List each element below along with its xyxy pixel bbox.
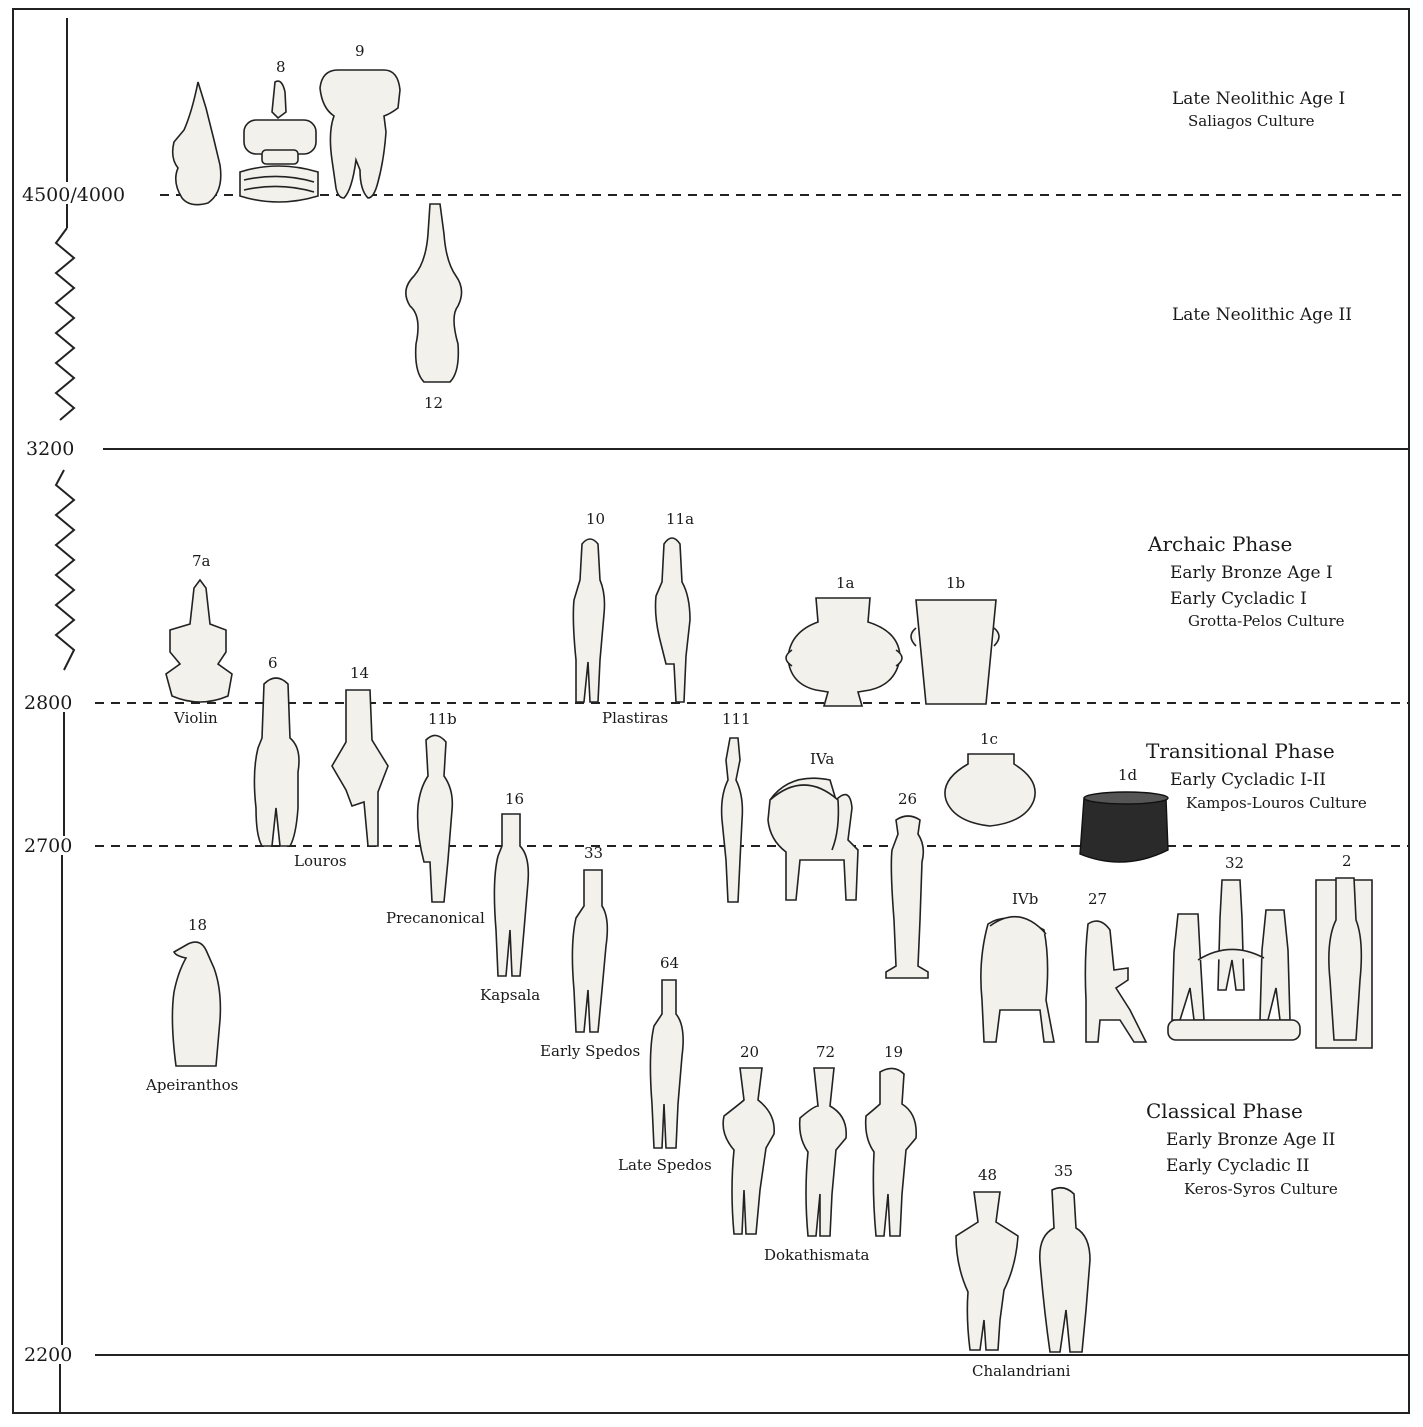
phase-subtitle: Early Cycladic II: [1166, 1156, 1310, 1176]
phase-subtitle: Early Cycladic I: [1170, 589, 1307, 609]
date-label: 2800: [24, 692, 72, 714]
figurine-32: [1168, 880, 1300, 1040]
date-label: 2200: [24, 1344, 72, 1366]
vessel-1d: [1080, 792, 1168, 862]
vessel-1a: [786, 598, 902, 706]
time-axis: [56, 18, 74, 1412]
type-caption: Precanonical: [386, 909, 485, 927]
figure-number: 20: [740, 1043, 759, 1061]
figurine-64: [650, 980, 683, 1148]
figure-number: 1c: [980, 730, 998, 748]
figurine-19: [866, 1068, 917, 1236]
phase-title: Late Neolithic Age I: [1172, 89, 1345, 109]
figure-number: 1a: [836, 574, 855, 592]
figurine-10: [573, 539, 604, 702]
phase-title: Late Neolithic Age II: [1172, 305, 1352, 325]
phase-title: Transitional Phase: [1146, 739, 1335, 763]
figure-number: IVa: [810, 750, 834, 768]
figure-number: 111: [722, 710, 751, 728]
figure-number: 7a: [192, 552, 211, 570]
figure-number: 26: [898, 790, 917, 808]
axis-break-zigzag: [56, 228, 74, 420]
figure-number: 9: [355, 42, 365, 60]
figure-number: 18: [188, 916, 207, 934]
figure-number: 1b: [946, 574, 965, 592]
figurine-4a: [768, 778, 858, 900]
figure-number: 16: [505, 790, 524, 808]
phase-title: Classical Phase: [1146, 1099, 1303, 1123]
culture-label: Saliagos Culture: [1188, 112, 1315, 130]
type-caption: Kapsala: [480, 986, 540, 1004]
figurine-111: [722, 738, 743, 902]
figurine-72: [800, 1068, 847, 1236]
phase-subtitle: Early Bronze Age II: [1166, 1130, 1335, 1150]
phase-subtitle: Early Cycladic I-II: [1170, 770, 1326, 790]
culture-label: Keros-Syros Culture: [1184, 1180, 1338, 1198]
figurine-48: [956, 1192, 1018, 1350]
culture-label: Kampos-Louros Culture: [1186, 794, 1367, 812]
figurine-pointed-neolithic: [173, 82, 221, 205]
date-label: 2700: [24, 835, 72, 857]
figure-number: 19: [884, 1043, 903, 1061]
date-label: 3200: [26, 438, 74, 460]
figure-number: 14: [350, 664, 369, 682]
figure-number: 8: [276, 58, 286, 76]
figurine-7a: [166, 580, 232, 702]
figure-number: 2: [1342, 852, 1352, 870]
type-caption: Plastiras: [602, 709, 668, 727]
axis-break-zigzag: [56, 470, 74, 670]
vessel-1c: [945, 754, 1035, 826]
figurine-12: [406, 204, 462, 382]
figurine-33: [572, 870, 607, 1032]
figurine-2: [1316, 878, 1372, 1048]
figure-number: 64: [660, 954, 679, 972]
figure-number: 10: [586, 510, 605, 528]
figure-number: 27: [1088, 890, 1107, 908]
type-caption: Louros: [294, 852, 347, 870]
figurine-20: [723, 1068, 774, 1234]
phase-subtitle: Early Bronze Age I: [1170, 563, 1333, 583]
figure-number: 72: [816, 1043, 835, 1061]
figure-number: 11a: [666, 510, 694, 528]
phase-title: Archaic Phase: [1147, 532, 1292, 556]
figurine-11a: [656, 538, 691, 702]
type-caption: Early Spedos: [540, 1042, 640, 1060]
figure-number: 48: [978, 1166, 997, 1184]
figurine-14: [332, 690, 388, 846]
figurine-26: [886, 816, 928, 978]
figure-number: IVb: [1012, 890, 1038, 908]
type-caption: Chalandriani: [972, 1362, 1071, 1380]
figure-number: 1d: [1118, 766, 1138, 784]
figurine-8: [240, 81, 318, 202]
culture-label: Grotta-Pelos Culture: [1188, 612, 1345, 630]
type-caption: Violin: [173, 709, 218, 727]
figurine-35: [1040, 1188, 1090, 1352]
type-caption: Dokathismata: [764, 1246, 869, 1264]
figure-number: 12: [424, 394, 443, 412]
figurine-4b: [981, 917, 1054, 1042]
figure-number: 32: [1225, 854, 1244, 872]
date-labels: 4500/4000 3200 2800 2700 2200: [22, 184, 125, 1366]
vessel-1b: [911, 600, 999, 704]
type-caption: Apeiranthos: [145, 1076, 238, 1094]
figurine-18: [172, 942, 220, 1066]
figurine-11b: [418, 735, 453, 902]
figure-number: 11b: [428, 710, 457, 728]
figurine-16: [494, 814, 528, 976]
figure-number: 35: [1054, 1162, 1073, 1180]
type-caption: Late Spedos: [618, 1156, 712, 1174]
date-label: 4500/4000: [22, 184, 125, 206]
figure-number: 33: [584, 844, 603, 862]
figurine-27: [1085, 921, 1146, 1042]
figurine-9: [320, 70, 400, 198]
figure-number: 6: [268, 654, 278, 672]
